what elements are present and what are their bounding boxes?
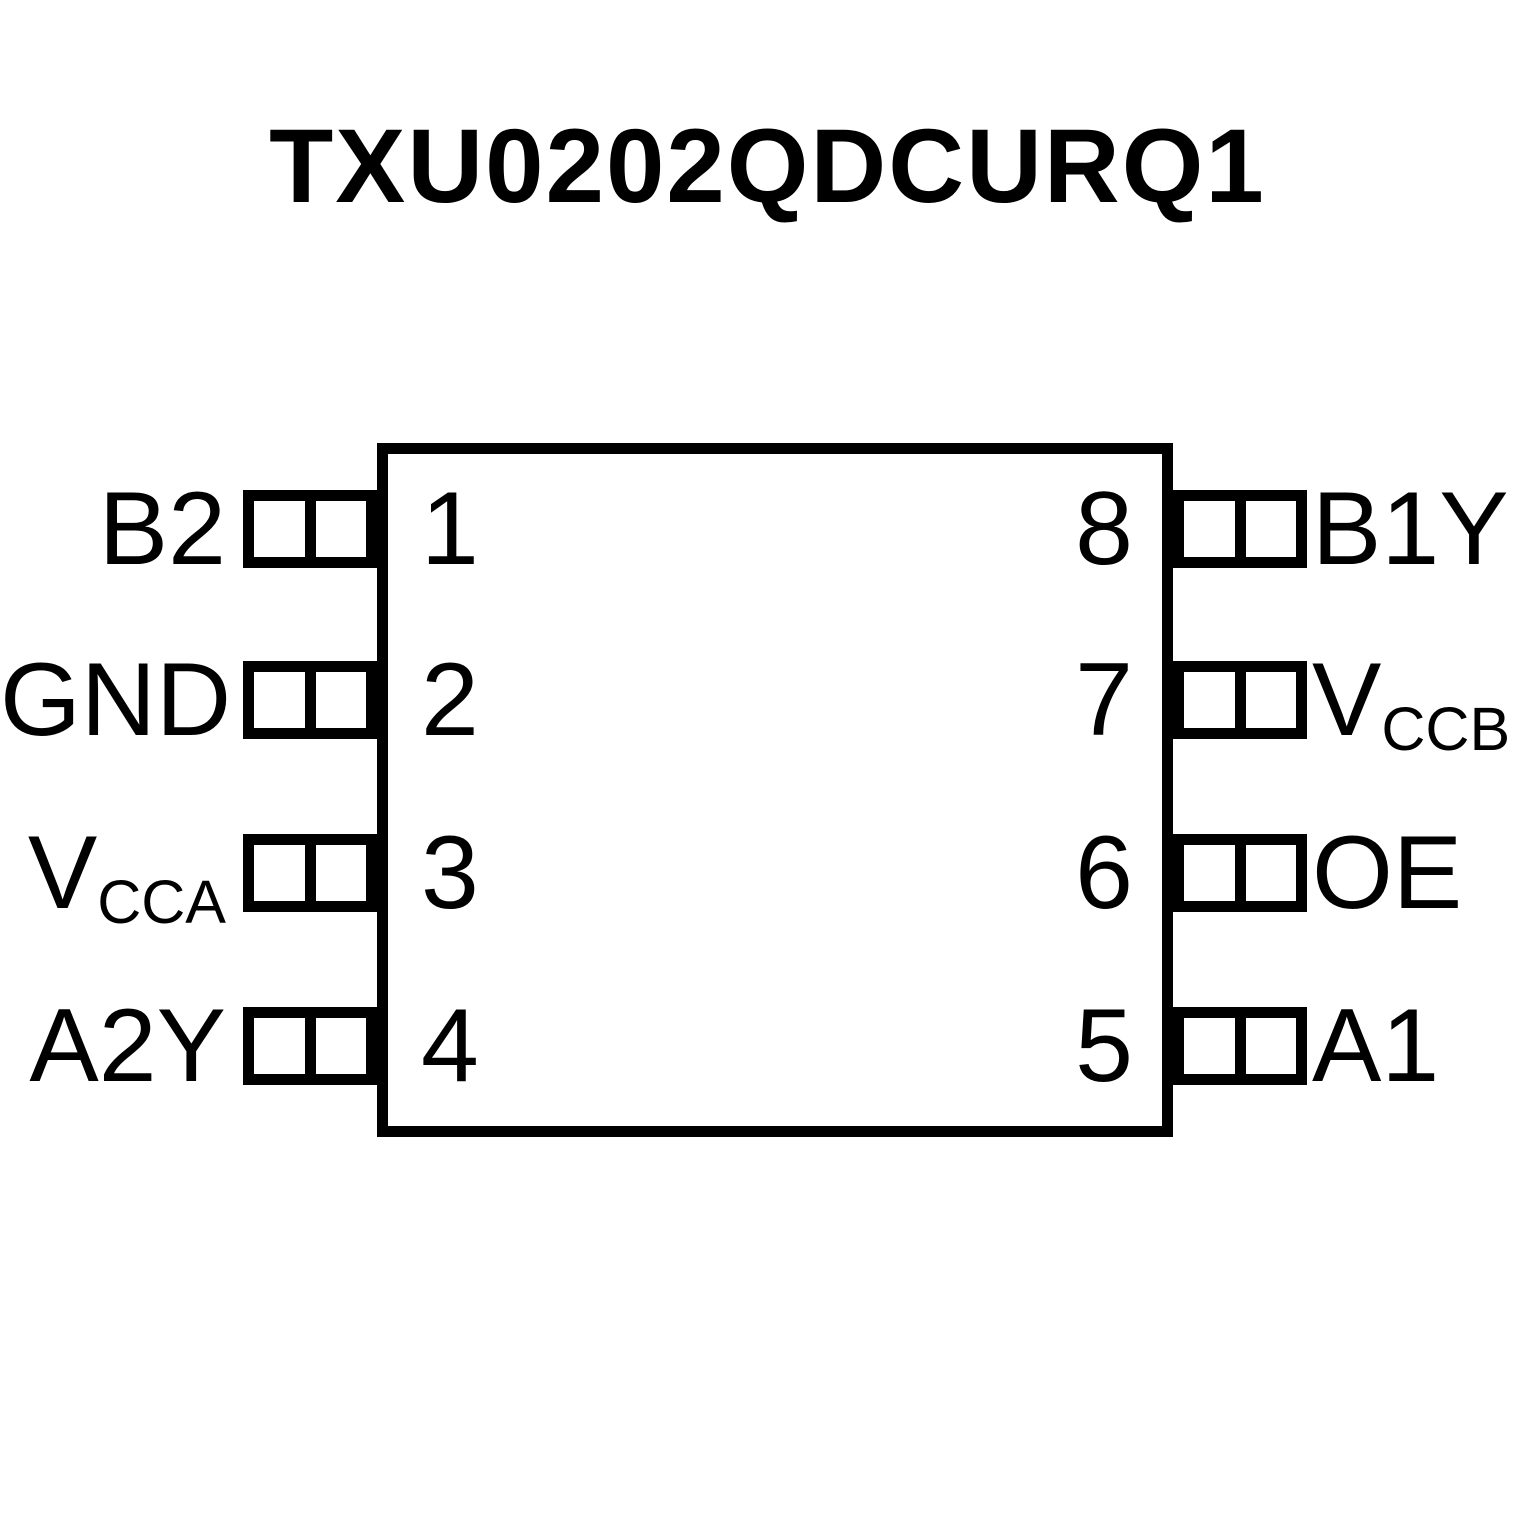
pin-number-6: 6 [1075,815,1133,931]
pin-number-2: 2 [421,642,479,758]
pin-symbol-cell [1184,672,1246,728]
pin-symbol-cell [1184,501,1246,557]
pin-label-text: A2Y [29,988,226,1104]
pin-label-text: A1 [1312,988,1440,1104]
pin-symbol-cell [254,672,316,728]
pin-label-subscript: CCB [1381,695,1511,763]
pin-symbol-cell [316,672,367,728]
pin-number-3: 3 [421,815,479,931]
pin-symbol-icon [243,661,377,739]
pin-symbol-icon [1173,1007,1307,1085]
pin-symbol-icon [1173,661,1307,739]
pin-symbol-icon [243,490,377,568]
pin-label-text: B1Y [1312,471,1509,587]
pin-symbol-icon [1173,490,1307,568]
pin-symbol-cell [254,845,316,901]
pin-symbol-cell [1246,672,1297,728]
pin-symbol-cell [1246,845,1297,901]
pin-label-a1: A1 [1312,994,1439,1098]
pin-label-text: GND [0,642,232,758]
pin-label-oe: OE [1312,821,1462,925]
pin-label-b2: B2 [0,477,226,581]
chip-body [377,443,1173,1137]
pin-number-4: 4 [421,988,479,1104]
pin-symbol-cell [316,845,367,901]
pin-symbol-cell [316,501,367,557]
pin-symbol-cell [1184,845,1246,901]
pin-number-7: 7 [1075,642,1133,758]
pin-symbol-cell [254,1018,316,1074]
pin-label-vccb: VCCB [1312,648,1510,763]
part-title: TXU0202QDCURQ1 [269,108,1266,225]
pin-label-text: OE [1312,815,1463,931]
pin-number-8: 8 [1075,471,1133,587]
pin-label-a2y: A2Y [0,994,226,1098]
pin-symbol-icon [1173,834,1307,912]
pin-number-1: 1 [421,471,479,587]
pin-label-b1y: B1Y [1312,477,1509,581]
pin-label-text: V [1312,642,1382,758]
pin-label-text: B2 [98,471,226,587]
pin-symbol-cell [316,1018,367,1074]
pin-symbol-cell [254,501,316,557]
pin-symbol-cell [1184,1018,1246,1074]
pin-symbol-cell [1246,501,1297,557]
pin-label-gnd: GND [0,648,231,752]
pin-label-subscript: CCA [97,868,226,936]
pin-number-5: 5 [1075,988,1133,1104]
pin-symbol-cell [1246,1018,1297,1074]
pin-symbol-icon [243,1007,377,1085]
pin-label-text: V [27,815,98,931]
pin-symbol-icon [243,834,377,912]
pin-label-vcca: VCCA [0,821,226,936]
